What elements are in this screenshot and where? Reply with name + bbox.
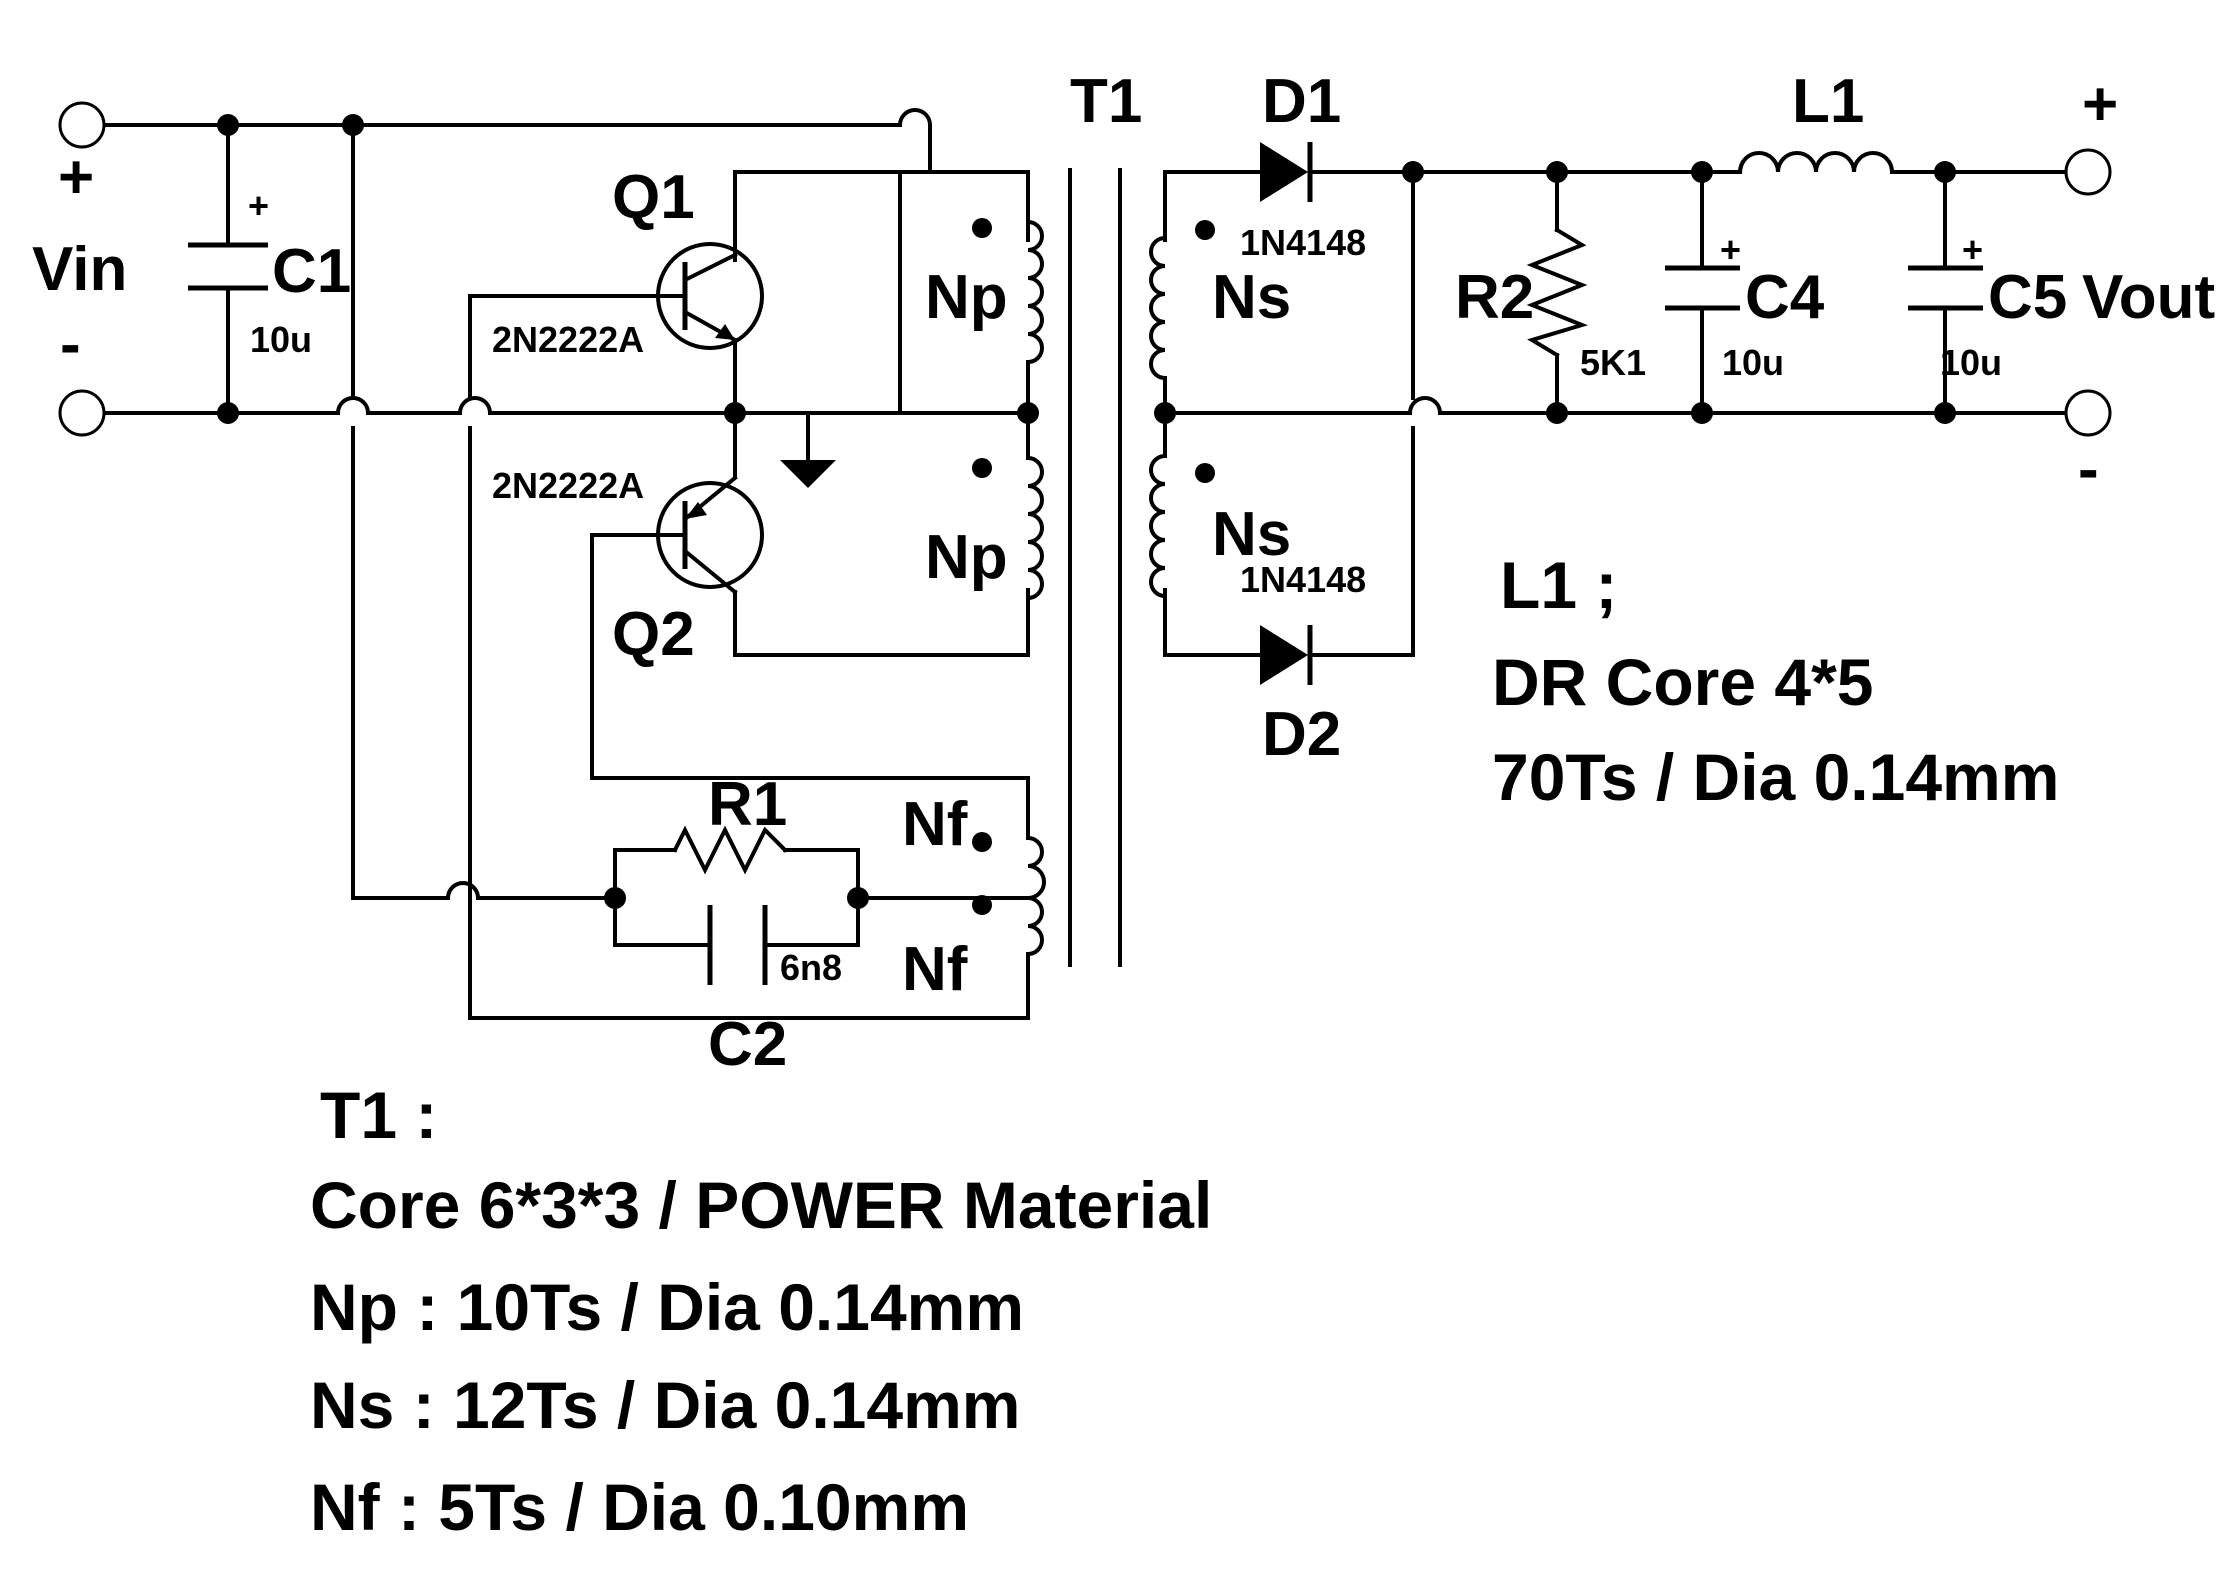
junction-dot (1546, 161, 1568, 183)
nf-bottom-label: Nf (902, 935, 968, 1004)
diode-d1 (1260, 142, 1313, 202)
polarity-dot (972, 458, 992, 478)
junction-dot (217, 114, 239, 136)
r1-label: R1 (708, 770, 787, 839)
capacitor-c5 (1908, 265, 1983, 311)
input-junctions (217, 114, 1039, 909)
junction-dot (1154, 402, 1176, 424)
capacitor-c1 (188, 242, 268, 291)
t1-spec-notes: T1 : Core 6*3*3 / POWER Material Np : 10… (310, 1078, 1212, 1544)
resistor-r1 (672, 825, 788, 875)
q2-label: Q2 (612, 600, 695, 669)
junction-dot (604, 887, 626, 909)
l1-label: L1 (1792, 67, 1864, 136)
np-top-label: Np (925, 263, 1008, 332)
t1-note-title: T1 : (320, 1078, 437, 1152)
c4-value: 10u (1722, 342, 1784, 383)
q2-part: 2N2222A (492, 465, 644, 506)
t1-note-nf: Nf : 5Ts / Dia 0.10mm (310, 1470, 969, 1544)
diode-d2 (1260, 625, 1313, 685)
vout-minus-sign: - (2078, 435, 2099, 504)
l1-spec-notes: L1 ; DR Core 4*5 70Ts / Dia 0.14mm (1492, 548, 2059, 814)
transformer-primary (972, 218, 1046, 957)
vin-plus-sign: + (58, 143, 94, 212)
junction-dot (1546, 402, 1568, 424)
capacitor-c2 (707, 905, 768, 985)
l1-note-turns: 70Ts / Dia 0.14mm (1492, 740, 2059, 814)
c1-plus-sign: + (248, 185, 269, 226)
vin-plus-terminal (58, 101, 106, 149)
d1-label: D1 (1262, 67, 1341, 136)
resistor-r2 (1526, 227, 1589, 358)
np-bottom-label: Np (925, 523, 1008, 592)
polarity-dot (972, 832, 992, 852)
q1-part: 2N2222A (492, 319, 644, 360)
t1-label: T1 (1070, 67, 1142, 136)
junction-dot (1934, 161, 1956, 183)
t1-note-ns: Ns : 12Ts / Dia 0.14mm (310, 1368, 1020, 1442)
polarity-dot (1195, 220, 1215, 240)
t1-note-core: Core 6*3*3 / POWER Material (310, 1168, 1212, 1242)
transistor-q1 (656, 242, 764, 350)
vout-minus-terminal (2064, 389, 2112, 437)
vin-label: Vin (32, 235, 127, 304)
junction-dot (1934, 402, 1956, 424)
junction-dot (217, 402, 239, 424)
c5-plus-sign: + (1962, 229, 1983, 270)
vin-minus-terminal (58, 389, 106, 437)
transformer-core (1068, 168, 1122, 967)
input-wiring (95, 108, 1030, 1020)
t1-note-np: Np : 10Ts / Dia 0.14mm (310, 1270, 1024, 1344)
d1-part: 1N4148 (1240, 222, 1366, 263)
d2-part: 1N4148 (1240, 559, 1366, 600)
l1-note-title: L1 ; (1500, 548, 1617, 622)
c2-label: C2 (708, 1010, 787, 1079)
junction-dot (847, 887, 869, 909)
junction-dot (1691, 161, 1713, 183)
polarity-dot (972, 895, 992, 915)
junction-dot (1402, 161, 1424, 183)
transistor-q2 (656, 475, 764, 595)
polarity-dot (1195, 463, 1215, 483)
r2-label: R2 (1455, 263, 1534, 332)
d2-label: D2 (1262, 700, 1341, 769)
c1-value: 10u (250, 319, 312, 360)
c2-value: 6n8 (780, 947, 842, 988)
c4-plus-sign: + (1720, 229, 1741, 270)
nf-top-label: Nf (902, 790, 968, 859)
c4-label: C4 (1745, 263, 1825, 332)
transformer-secondary (1149, 220, 1215, 599)
ground-symbol (780, 460, 836, 488)
vout-plus-sign: + (2082, 70, 2118, 139)
ns-top-label: Ns (1212, 263, 1291, 332)
c5-value: 10u (1940, 342, 2002, 383)
l1-note-core: DR Core 4*5 (1492, 645, 1873, 719)
junction-dot (1691, 402, 1713, 424)
junction-dot (724, 402, 746, 424)
junction-dot (342, 114, 364, 136)
q1-label: Q1 (612, 163, 695, 232)
polarity-dot (972, 218, 992, 238)
ns-bottom-label: Ns (1212, 500, 1291, 569)
vout-label: Vout (2082, 263, 2215, 332)
vout-plus-terminal (2064, 148, 2112, 196)
c1-label: C1 (272, 237, 351, 306)
r2-value: 5K1 (1580, 342, 1646, 383)
output-wiring (1163, 170, 2067, 657)
capacitor-c4 (1665, 265, 1740, 311)
output-junctions (1154, 161, 1956, 424)
inductor-l1 (1737, 151, 1897, 175)
c5-label: C5 (1988, 263, 2067, 332)
vin-minus-sign: - (60, 310, 81, 379)
